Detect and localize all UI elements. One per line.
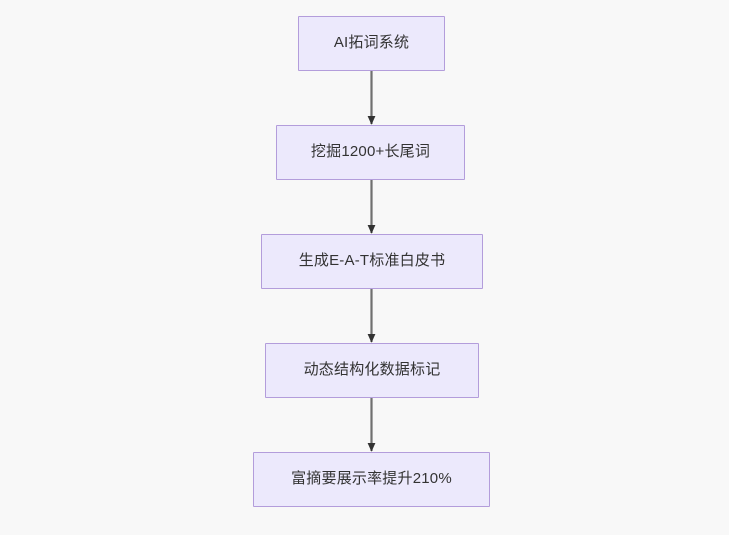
- flow-node-generate-eat-whitepaper[interactable]: 生成E-A-T标准白皮书: [261, 234, 483, 289]
- flow-node-rich-snippet-rate-increase[interactable]: 富摘要展示率提升210%: [253, 452, 490, 507]
- flow-node-mine-longtail-keywords[interactable]: 挖掘1200+长尾词: [276, 125, 465, 180]
- flow-node-label: 生成E-A-T标准白皮书: [298, 252, 446, 270]
- flow-node-label: 挖掘1200+长尾词: [310, 143, 431, 161]
- flow-node-label: 富摘要展示率提升210%: [291, 470, 452, 488]
- flow-node-dynamic-structured-data-markup[interactable]: 动态结构化数据标记: [265, 343, 479, 398]
- flow-node-ai-keyword-system[interactable]: AI拓词系统: [298, 16, 445, 71]
- flow-node-label: 动态结构化数据标记: [303, 361, 441, 379]
- flow-node-label: AI拓词系统: [333, 34, 410, 52]
